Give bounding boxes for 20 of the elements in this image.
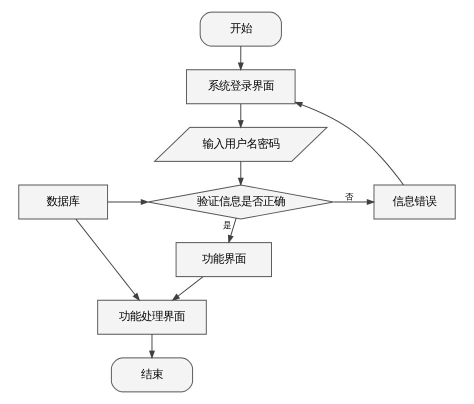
node-box: 结束 [110,357,194,392]
node-diamond: 验证信息是否正确 [148,184,334,220]
arrow [238,46,244,71]
node-box: 功能界面 [176,242,272,278]
arrow [172,276,204,302]
edge-label: 是 [223,220,232,231]
arrow [238,103,244,129]
arrow [107,199,150,205]
arrow [333,199,376,205]
node-box: 功能处理界面 [97,300,207,335]
arrow [228,218,237,244]
node-box: 系统登录界面 [186,69,296,104]
arrow [149,334,155,360]
arrow [294,102,404,186]
arrow [75,218,140,302]
arrow [238,160,244,186]
node-box: 开始 [200,12,282,47]
node-box: 信息错误 [374,184,456,220]
edge-label: 否 [344,192,354,202]
node-box: 数据库 [18,184,108,220]
